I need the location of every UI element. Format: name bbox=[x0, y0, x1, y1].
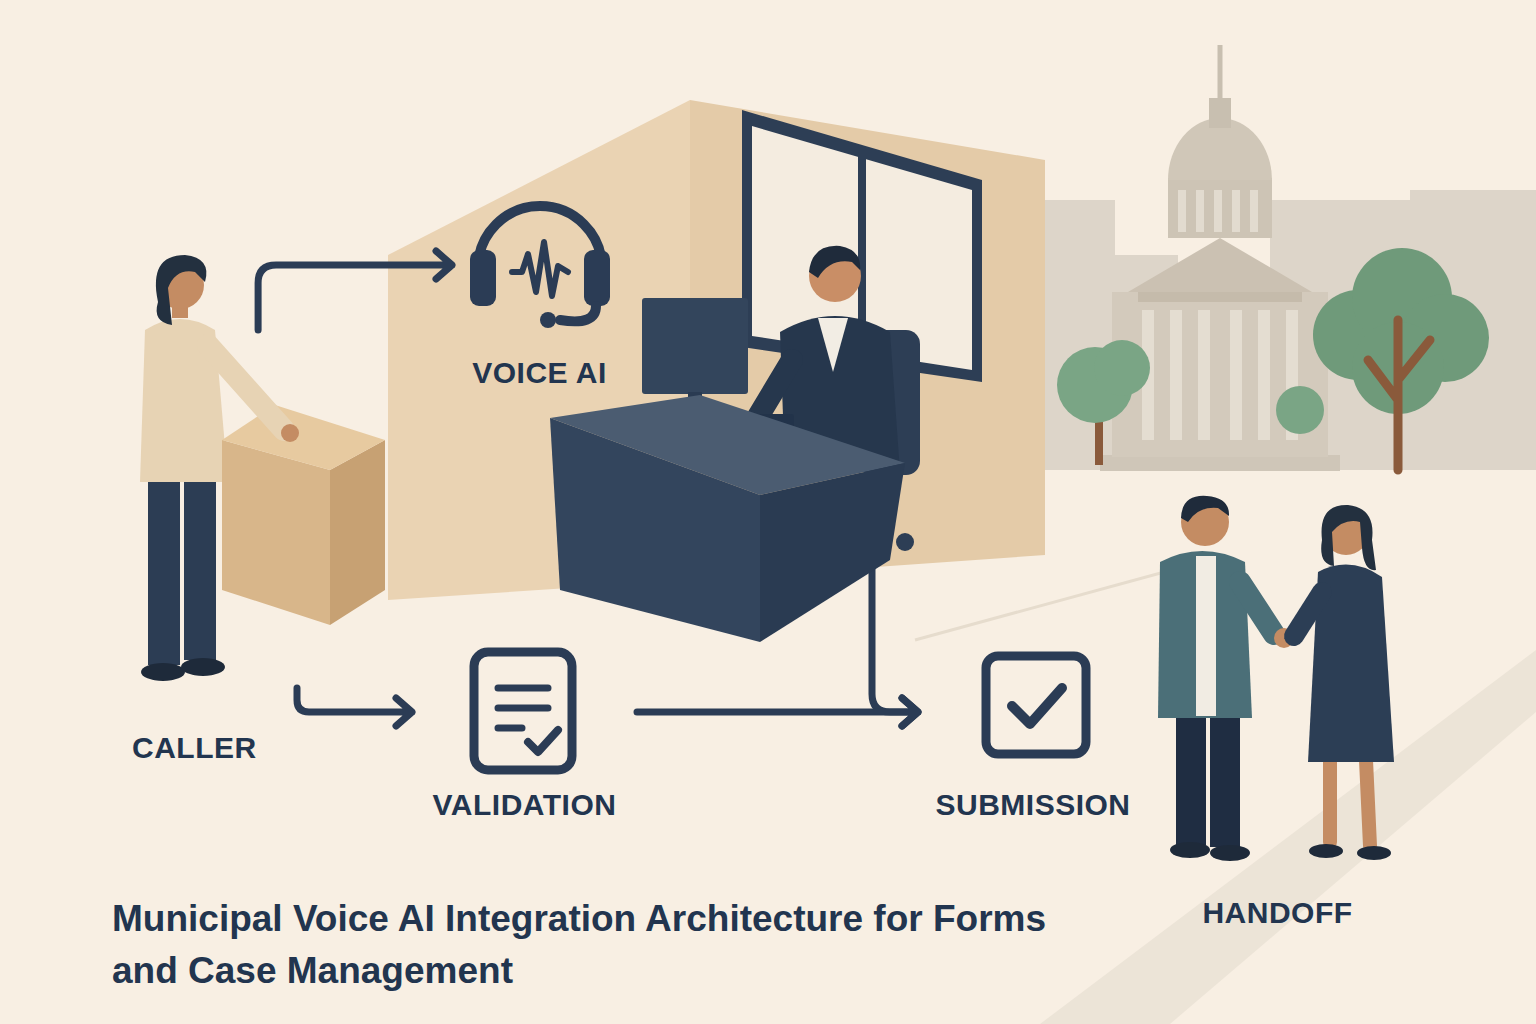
submission-node: SUBMISSION bbox=[918, 645, 1148, 822]
flow-arrow bbox=[297, 688, 412, 726]
validation-icon-part bbox=[474, 652, 572, 770]
headset-icon-part bbox=[560, 306, 596, 321]
flow-arrow bbox=[258, 251, 452, 330]
handoff-figures-part bbox=[1330, 760, 1370, 846]
handoff-figures-part bbox=[1181, 496, 1229, 522]
clerk-figure-part bbox=[756, 360, 792, 420]
podium bbox=[222, 405, 385, 625]
caller-figure bbox=[140, 255, 228, 681]
desk-part bbox=[550, 418, 760, 642]
handoff-figures-part bbox=[1176, 705, 1206, 845]
capitol-building-part bbox=[1209, 98, 1231, 128]
podium-part bbox=[222, 440, 330, 625]
headset-icon-part bbox=[470, 250, 496, 306]
clerk-figure-part bbox=[818, 318, 848, 372]
podium-part bbox=[222, 405, 385, 470]
capitol-building-part bbox=[1138, 292, 1302, 302]
headset-icon bbox=[470, 206, 610, 328]
capitol-building-part bbox=[1100, 455, 1340, 471]
capitol-building-part bbox=[1168, 178, 1272, 238]
capitol-building-part-part bbox=[1232, 190, 1240, 232]
submission-icon bbox=[986, 656, 1086, 754]
trees-part bbox=[1094, 340, 1150, 396]
capitol-building-part-part bbox=[1230, 310, 1242, 440]
handoff-figures-part bbox=[1196, 556, 1216, 716]
computer-monitor-part bbox=[642, 298, 748, 394]
caller-arm-part bbox=[208, 345, 284, 430]
desk-part bbox=[760, 463, 905, 642]
headset-icon-part bbox=[512, 242, 568, 296]
node-label: SUBMISSION bbox=[935, 788, 1130, 822]
diagram-title: Municipal Voice AI Integration Architect… bbox=[112, 893, 1052, 997]
capitol-building-part-part bbox=[1178, 190, 1186, 232]
validation-icon-part bbox=[498, 688, 548, 728]
caller-figure-part bbox=[148, 470, 180, 665]
clerk-figure-part bbox=[809, 246, 860, 278]
caller-arm-part bbox=[281, 424, 299, 442]
capitol-building-part-part bbox=[1196, 190, 1204, 232]
validation-node: VALIDATION bbox=[412, 645, 637, 822]
capitol-building-part-part bbox=[1250, 190, 1258, 232]
capitol-building bbox=[1100, 45, 1340, 471]
capitol-building-part-part bbox=[1258, 310, 1270, 440]
handoff-figures-part bbox=[1321, 505, 1376, 570]
caller-arm bbox=[208, 345, 299, 442]
handoff-node: HANDOFF bbox=[1150, 470, 1405, 930]
handoff-figures-part bbox=[1309, 844, 1343, 858]
handoff-figures-part bbox=[1210, 705, 1240, 847]
handoff-figures-part bbox=[1294, 592, 1322, 636]
caller-node: CALLER bbox=[120, 330, 297, 765]
capitol-building-part bbox=[1218, 45, 1223, 100]
trees bbox=[1057, 248, 1489, 470]
handoff-figures-part bbox=[1240, 582, 1274, 634]
ground-part bbox=[1040, 650, 1536, 1024]
city-buildings bbox=[1045, 190, 1536, 470]
caller-figure-part bbox=[181, 658, 225, 676]
submission-icon-part bbox=[1012, 688, 1062, 724]
trees-part bbox=[1368, 320, 1430, 470]
capitol-building-part-part bbox=[1198, 310, 1210, 440]
office-chair-part bbox=[896, 533, 914, 551]
node-label: CALLER bbox=[132, 731, 257, 765]
handoff-figures bbox=[1158, 496, 1394, 861]
node-label: HANDOFF bbox=[1202, 896, 1352, 930]
node-label: VALIDATION bbox=[433, 788, 617, 822]
caller-figure-part bbox=[141, 663, 185, 681]
ground-part bbox=[915, 565, 1190, 640]
capitol-building-part bbox=[1128, 238, 1312, 292]
validation-icon bbox=[474, 652, 572, 770]
capitol-building-part-part bbox=[1170, 310, 1182, 440]
headset-icon-part bbox=[584, 250, 610, 306]
handoff-figures-part bbox=[1357, 846, 1391, 860]
caller-figure-part bbox=[184, 470, 216, 660]
submission-icon-part bbox=[986, 656, 1086, 754]
caller-figure-part bbox=[156, 255, 207, 325]
voice-ai-node: VOICE AI bbox=[452, 190, 627, 390]
trees-part bbox=[1276, 386, 1324, 434]
handoff-figures-part bbox=[1170, 842, 1210, 858]
capitol-building-part-part bbox=[1214, 190, 1222, 232]
flow-arrow bbox=[637, 698, 918, 726]
node-label: VOICE AI bbox=[472, 356, 607, 390]
handoff-figures-part bbox=[1210, 845, 1250, 861]
capitol-building-part bbox=[1178, 190, 1258, 232]
headset-icon-part bbox=[540, 312, 556, 328]
podium-part bbox=[330, 440, 385, 625]
validation-icon-part bbox=[528, 730, 558, 752]
capitol-building-part bbox=[1142, 310, 1298, 440]
desk bbox=[550, 395, 905, 642]
